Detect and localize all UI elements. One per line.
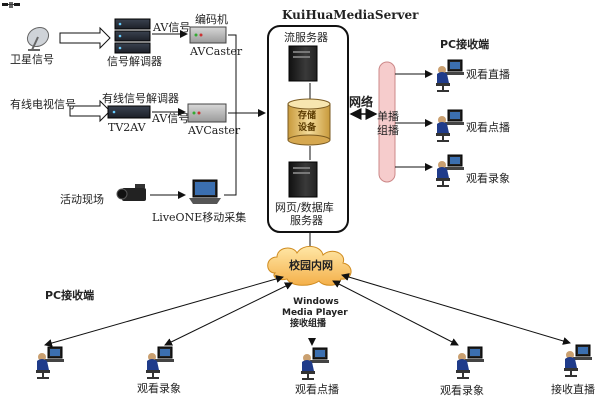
signal-demodulator-stack	[114, 18, 151, 54]
tv2av-device	[107, 105, 151, 119]
pc-top-heading: PC接收端	[440, 38, 490, 51]
pc-top-links	[395, 70, 433, 171]
unicast-multicast-bar	[378, 61, 396, 183]
pc-bottom-3-icon	[300, 347, 330, 380]
pc-top-3-icon	[435, 154, 465, 187]
pc-bottom-item-3: 观看录象	[440, 384, 484, 397]
pc-bottom-links	[44, 273, 571, 347]
cable-tv-signal-label: 有线电视信号	[10, 98, 76, 111]
campus-network-cloud	[267, 246, 352, 286]
wmp-label-2: Media Player	[282, 308, 348, 318]
satellite-signal-label: 卫星信号	[10, 53, 54, 66]
liveone-label: LiveONE移动采集	[152, 211, 247, 224]
av-signal-2-label: AV信号	[152, 112, 190, 125]
pc-bottom-item-4: 接收直播	[551, 383, 595, 396]
av-signal-1-label: AV信号	[153, 21, 191, 34]
avcaster-1-label: AVCaster	[190, 45, 243, 58]
hollow-arrow-satellite	[59, 26, 111, 50]
campus-network-label: 校园内网	[289, 259, 333, 272]
pc-bottom-item-2: 观看点播	[295, 383, 339, 396]
hollow-arrow-cable	[69, 99, 111, 123]
storage-label-2: 设备	[298, 123, 317, 133]
avcaster-1-device	[189, 26, 227, 44]
unicast-label: 单播	[377, 110, 399, 123]
wmp-label-3: 接收组播	[290, 319, 327, 329]
demodulator-label: 信号解调器	[107, 55, 162, 68]
pc-bottom-5-icon	[563, 344, 593, 377]
encoder-label: 编码机	[195, 13, 228, 26]
pc-bottom-item-1: 观看录象	[137, 382, 181, 395]
storage-device-icon	[287, 98, 331, 146]
pc-top-item-2: 观看点播	[466, 121, 510, 134]
storage-label-1: 存储	[298, 111, 317, 121]
streaming-server-label: 流服务器	[284, 31, 328, 44]
pc-top-item-3: 观看录象	[466, 172, 510, 185]
wmp-label-1: Windows	[293, 297, 339, 307]
streaming-server-icon	[288, 45, 318, 82]
avcaster-2-label: AVCaster	[188, 124, 241, 137]
pc-bottom-1-icon	[35, 346, 65, 379]
pc-top-item-1: 观看直播	[466, 68, 510, 81]
multicast-label: 组播	[377, 124, 399, 137]
pc-bottom-4-icon	[455, 346, 485, 379]
avcaster-2-device	[187, 103, 227, 123]
web-db-server-label-2: 服务器	[290, 214, 323, 227]
source-bus-lines	[224, 34, 266, 196]
live-event-label: 活动现场	[60, 193, 104, 206]
tv2av-label: TV2AV	[108, 121, 146, 134]
cable-demodulator-label: 有线信号解调器	[102, 92, 179, 105]
satellite-dish-icon	[26, 26, 50, 51]
laptop-icon	[189, 179, 221, 204]
web-database-server-icon	[288, 161, 318, 198]
network-label: 网络	[349, 95, 374, 109]
web-db-server-label-1: 网页/数据库	[275, 201, 334, 214]
pc-bottom-heading: PC接收端	[45, 289, 95, 302]
satellite-icon	[2, 2, 20, 8]
pc-top-1-icon	[435, 59, 465, 92]
diagram-title: KuiHuaMediaServer	[282, 8, 419, 22]
camcorder-icon	[116, 184, 146, 201]
pc-top-2-icon	[435, 109, 465, 142]
pc-bottom-2-icon	[145, 346, 175, 379]
